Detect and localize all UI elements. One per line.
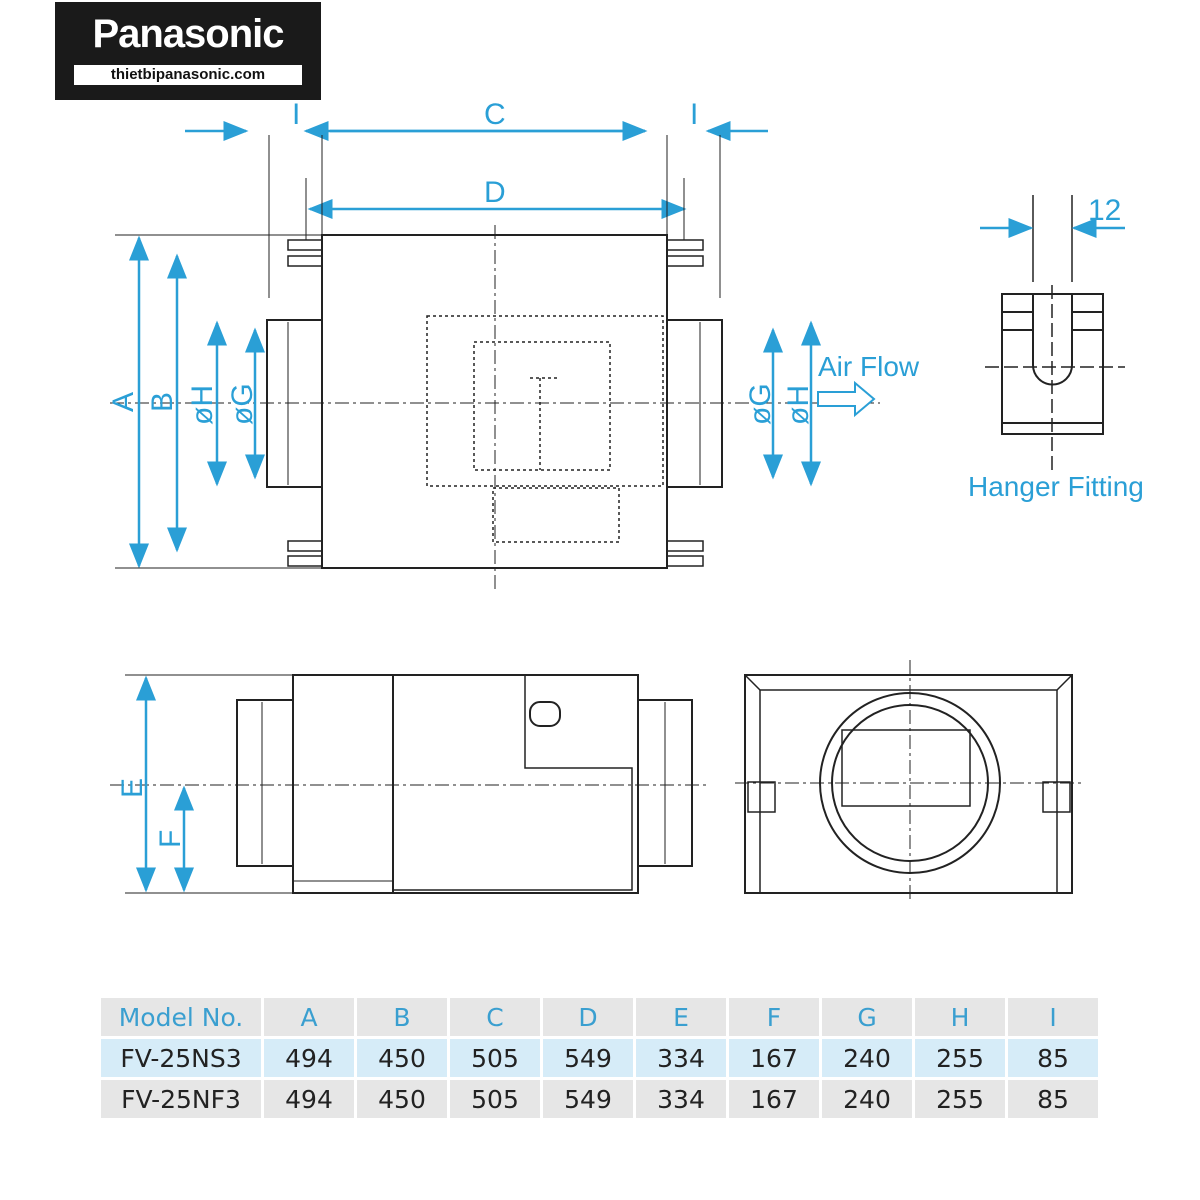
top-view xyxy=(110,225,880,590)
panasonic-logo: Panasonic thietbipanasonic.com xyxy=(55,2,321,100)
label-b: B xyxy=(146,392,179,412)
header-cell: E xyxy=(636,998,726,1036)
table-cell: 450 xyxy=(357,1039,447,1077)
label-h-left: øH xyxy=(186,385,219,425)
table-cell: FV-25NF3 xyxy=(101,1080,261,1118)
table-cell: 494 xyxy=(264,1039,354,1077)
header-cell: A xyxy=(264,998,354,1036)
header-cell: C xyxy=(450,998,540,1036)
label-g-left: øG xyxy=(226,383,259,425)
dimension-drawing: C I I D A B øH øG øG øH Air Flow 12 Hang… xyxy=(107,98,1144,900)
header-cell: I xyxy=(1008,998,1098,1036)
table-cell: 240 xyxy=(822,1039,912,1077)
header-cell: B xyxy=(357,998,447,1036)
label-i-right: I xyxy=(690,98,698,131)
table-row: FV-25NS3 494 450 505 549 334 167 240 255… xyxy=(101,1039,1098,1077)
table-cell: FV-25NS3 xyxy=(101,1039,261,1077)
table-cell: 167 xyxy=(729,1039,819,1077)
label-g-right: øG xyxy=(744,383,777,425)
table-cell: 549 xyxy=(543,1080,633,1118)
label-d: D xyxy=(484,176,506,209)
header-cell: G xyxy=(822,998,912,1036)
header-cell: D xyxy=(543,998,633,1036)
hanger-fitting-view xyxy=(985,195,1125,470)
logo-brand: Panasonic xyxy=(92,12,284,56)
label-a: A xyxy=(107,392,140,412)
air-flow-arrow-icon xyxy=(817,380,876,418)
table-cell: 334 xyxy=(636,1080,726,1118)
header-cell: H xyxy=(915,998,1005,1036)
table-row: FV-25NF3 494 450 505 549 334 167 240 255… xyxy=(101,1080,1098,1118)
table-cell: 85 xyxy=(1008,1039,1098,1077)
table-cell: 505 xyxy=(450,1080,540,1118)
table-cell: 450 xyxy=(357,1080,447,1118)
header-cell: Model No. xyxy=(101,998,261,1036)
label-12: 12 xyxy=(1088,194,1121,227)
table-cell: 255 xyxy=(915,1039,1005,1077)
table-cell: 167 xyxy=(729,1080,819,1118)
label-h-right: øH xyxy=(782,385,815,425)
table-cell: 255 xyxy=(915,1080,1005,1118)
table-cell: 334 xyxy=(636,1039,726,1077)
front-view xyxy=(735,660,1085,900)
header-cell: F xyxy=(729,998,819,1036)
table-header-row: Model No. A B C D E F G H I xyxy=(101,998,1098,1036)
top-dimension-lines xyxy=(129,121,821,569)
table-cell: 549 xyxy=(543,1039,633,1077)
label-e: E xyxy=(116,778,149,798)
table-cell: 505 xyxy=(450,1039,540,1077)
table-cell: 494 xyxy=(264,1080,354,1118)
table-cell: 85 xyxy=(1008,1080,1098,1118)
logo-site: thietbipanasonic.com xyxy=(74,65,302,85)
label-c: C xyxy=(484,98,506,131)
label-f: F xyxy=(154,830,187,848)
label-i-left: I xyxy=(292,98,300,131)
side-view xyxy=(110,674,710,894)
dimension-table: Model No. A B C D E F G H I FV-25NS3 494… xyxy=(98,995,1101,1121)
air-flow-label: Air Flow xyxy=(818,351,920,382)
table-cell: 240 xyxy=(822,1080,912,1118)
hanger-fitting-label: Hanger Fitting xyxy=(968,471,1144,502)
